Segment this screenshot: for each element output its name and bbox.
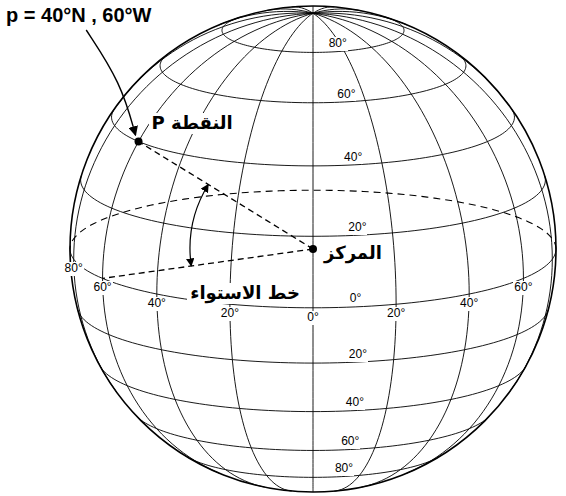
latitude-angle-arc [190,185,208,266]
longitude-number: 20° [386,307,406,321]
graticule-line [230,13,313,491]
latitude-number: 20° [348,348,368,362]
point-dot [135,138,143,146]
longitude-number: 20° [220,307,240,321]
leader-arrow [86,30,135,135]
latitude-number: 0° [349,292,362,306]
longitude-number: 0° [306,311,319,325]
graticule [70,6,556,492]
longitude-number: 60° [513,281,533,295]
graticule-line [313,6,314,13]
longitude-number: 60° [92,281,112,295]
graticule-line [313,11,407,24]
graticule-line [313,7,334,13]
graticule-line [160,54,466,102]
longitude-number: 40° [147,297,167,311]
longitude-number: 40° [459,297,479,311]
latitude-number: 60° [336,88,356,102]
graticule-line [78,310,549,363]
graticule-line [100,367,525,412]
point-label: النقطة P [149,113,236,134]
latitude-number: 40° [345,396,365,410]
latitude-number: 20° [347,221,367,235]
graticule-line [112,109,515,166]
point-coordinates: p = 40°N , 60°W [4,4,154,27]
latitude-number: 80° [328,37,348,51]
latitude-number: 80° [334,462,354,476]
latitude-number: 40° [343,151,363,165]
longitude-number: 80° [64,262,84,276]
graticule-line [222,17,404,53]
graticule-line [313,13,396,491]
graticule-line [137,417,489,451]
radius-to-point [139,142,313,249]
graticule-line [70,249,556,308]
geometry-marks [103,138,317,279]
graticule-line [313,13,523,473]
graticule-line [103,13,313,473]
radius-to-equator [103,249,313,278]
globe-outline [70,6,556,492]
center-dot [309,245,317,253]
graticule-line [81,176,546,237]
graticule-line [187,457,440,478]
latitude-number: 60° [340,435,360,449]
equator-back-dashed [70,190,556,249]
equator-label: خط الاستواء [187,283,303,304]
center-label: المركز [321,243,385,264]
